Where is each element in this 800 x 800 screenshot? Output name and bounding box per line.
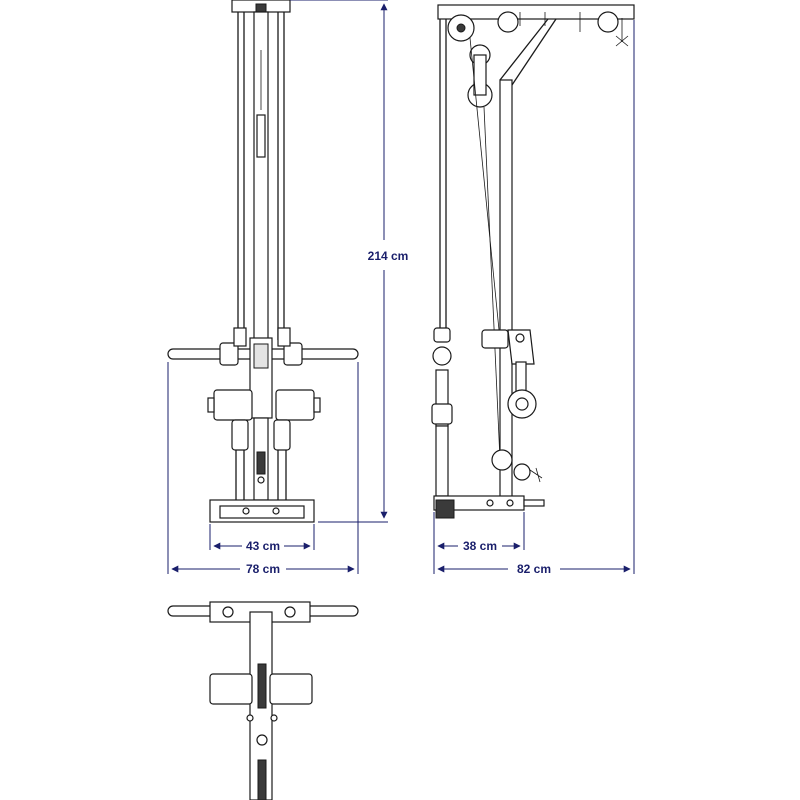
dimension-side-base: 38 cm bbox=[433, 512, 525, 574]
side-roller-bracket bbox=[507, 329, 535, 365]
side-base-depth-label: 38 cm bbox=[463, 539, 497, 553]
side-top-hook bbox=[615, 18, 629, 47]
side-lat-bar-end bbox=[432, 346, 452, 366]
front-view bbox=[167, 0, 359, 523]
front-right-roller-pad bbox=[275, 389, 315, 421]
side-total-depth-label: 82 cm bbox=[517, 562, 551, 576]
height-label: 214 cm bbox=[368, 249, 409, 263]
front-weight-pin bbox=[256, 451, 266, 475]
top-view bbox=[167, 601, 359, 800]
front-left-roller-pad bbox=[213, 389, 253, 421]
dimension-height: 214 cm bbox=[290, 0, 409, 523]
top-right-roller bbox=[269, 673, 313, 705]
side-view bbox=[431, 4, 635, 519]
side-upright bbox=[499, 79, 513, 501]
dimension-front-total: 78 cm bbox=[167, 362, 359, 576]
front-column-slot bbox=[256, 114, 266, 158]
side-top-arm bbox=[437, 4, 635, 20]
front-base-width-label: 43 cm bbox=[246, 539, 280, 553]
front-total-width-label: 78 cm bbox=[246, 562, 280, 576]
top-left-roller bbox=[209, 673, 253, 705]
dimension-front-base: 43 cm bbox=[209, 524, 315, 553]
side-pulley-top-right bbox=[597, 11, 619, 33]
side-low-pulley bbox=[491, 449, 513, 471]
side-pulley-top-mid bbox=[497, 11, 519, 33]
dimension-side-total: 82 cm bbox=[437, 20, 635, 576]
